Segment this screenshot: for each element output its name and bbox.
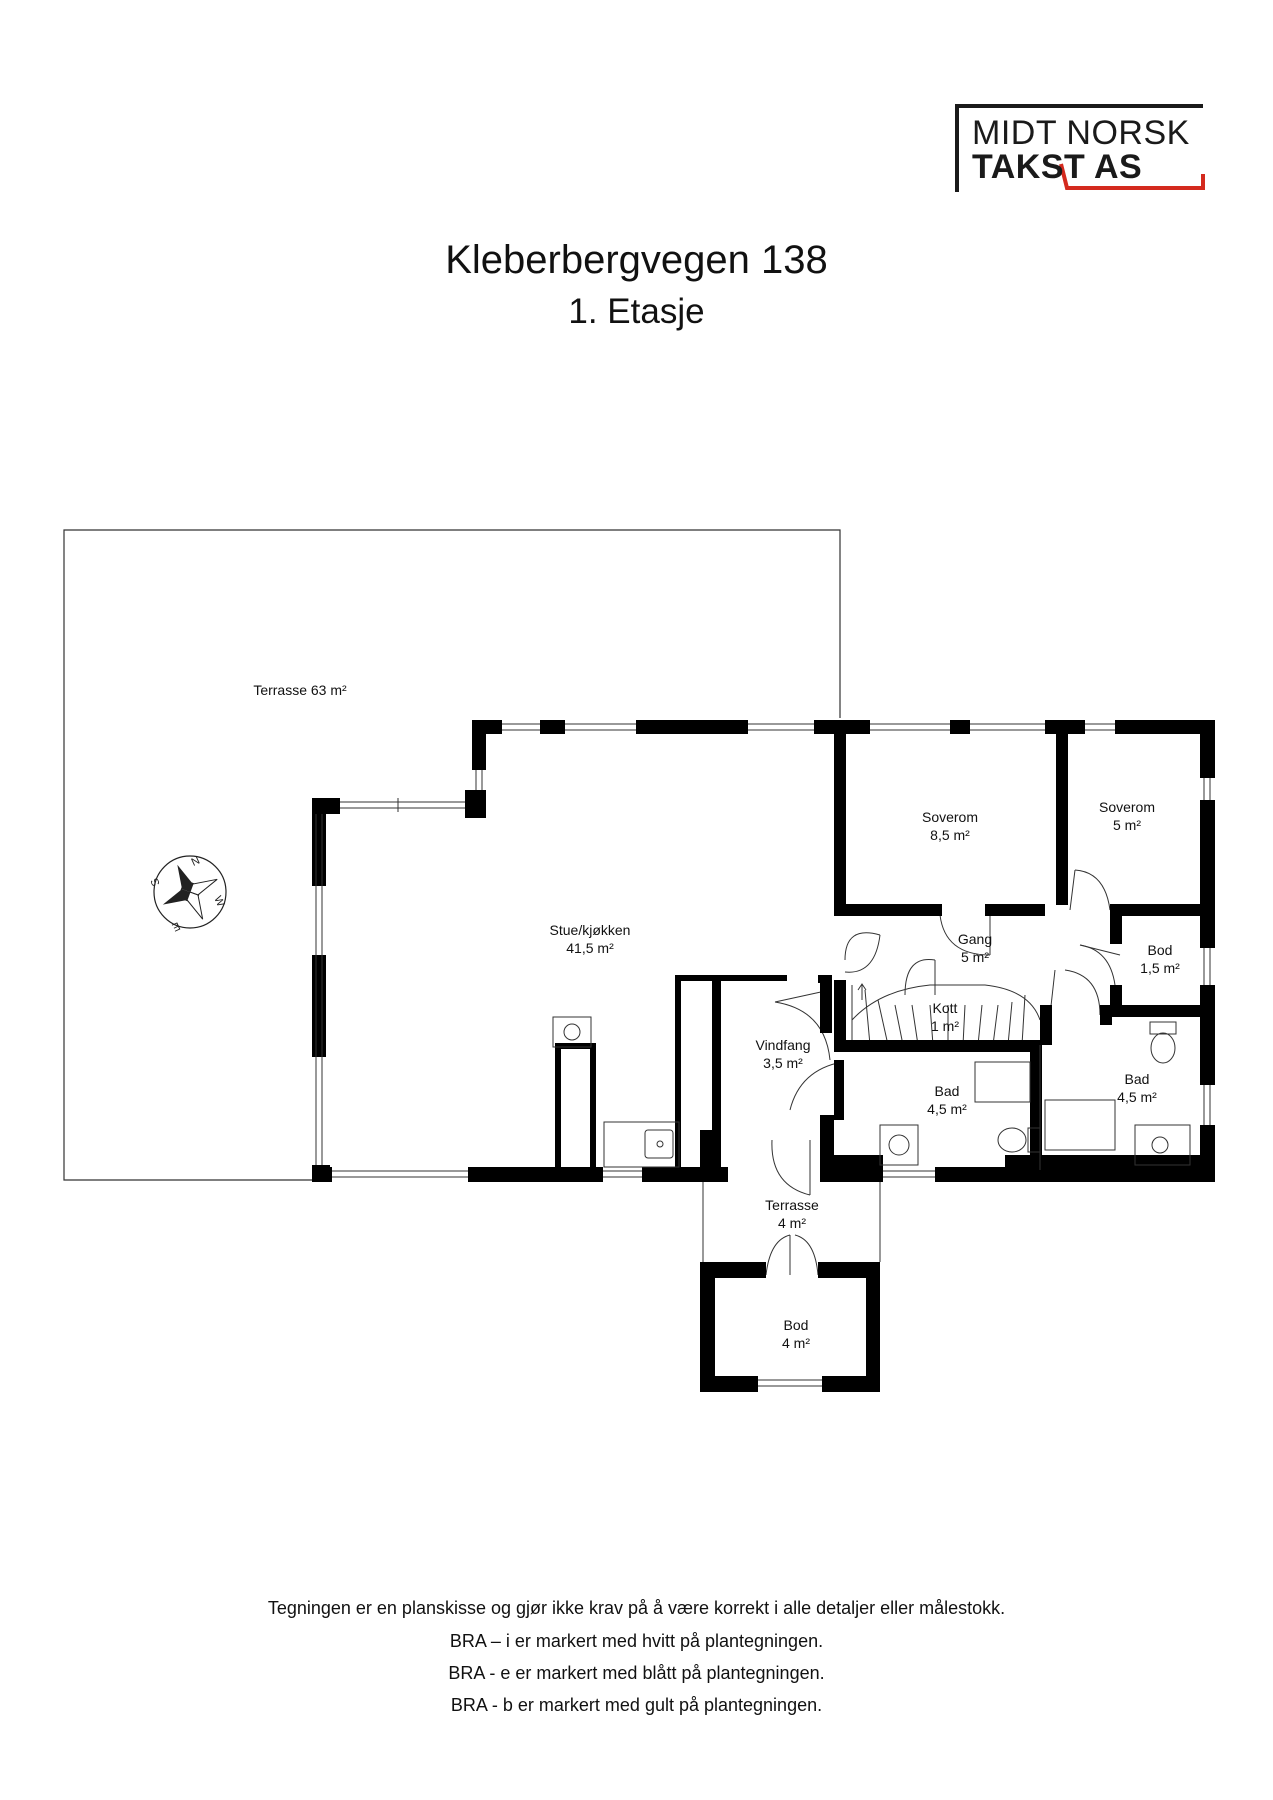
page-subtitle: 1. Etasje [568, 292, 705, 331]
room-labels: Terrasse 63 m² Stue/kjøkken 41,5 m² Sove… [253, 682, 1180, 1351]
label-bod2-name: Bod [784, 1317, 809, 1333]
door-swings [765, 869, 1121, 1276]
compass-letter-w: W [211, 894, 227, 909]
compass-letter-s: S [149, 876, 163, 888]
label-bad1-area: 4,5 m² [927, 1101, 967, 1117]
label-bod2-area: 4 m² [782, 1335, 810, 1351]
compass-rose-icon: N W S E [149, 855, 227, 934]
label-vindfang-name: Vindfang [755, 1037, 810, 1053]
label-kott-name: Kott [933, 1000, 958, 1016]
label-vindfang-area: 3,5 m² [763, 1055, 803, 1071]
page-title: Kleberbergvegen 138 [445, 238, 828, 282]
stair [851, 983, 1041, 1046]
label-terrasse-small-area: 4 m² [778, 1215, 806, 1231]
label-soverom1-name: Soverom [922, 809, 978, 825]
logo-frame [955, 104, 1205, 192]
label-soverom2-area: 5 m² [1113, 817, 1141, 833]
label-bod1-name: Bod [1148, 942, 1173, 958]
label-stue-area: 41,5 m² [566, 940, 614, 956]
logo-text-line1: MIDT NORSK [972, 114, 1190, 152]
bra-e-note: BRA - e er markert med blått på plantegn… [448, 1663, 825, 1683]
label-bad2-name: Bad [1125, 1071, 1150, 1087]
label-soverom2-name: Soverom [1099, 799, 1155, 815]
label-terrasse-small-name: Terrasse [765, 1197, 819, 1213]
label-gang-area: 5 m² [961, 949, 989, 965]
thin-lines [315, 723, 1211, 1387]
label-gang-name: Gang [958, 931, 992, 947]
disclaimer-text: Tegningen er en planskisse og gjør ikke … [267, 1598, 1006, 1618]
compass-letter-n: N [190, 855, 202, 869]
label-soverom1-area: 8,5 m² [930, 827, 970, 843]
bra-i-note: BRA – i er markert med hvitt på plantegn… [449, 1631, 824, 1651]
bra-b-note: BRA - b er markert med gult på plantegni… [450, 1695, 823, 1715]
terrace-outline [63, 529, 841, 1181]
label-kott-area: 1 m² [931, 1018, 959, 1034]
compass-letter-e: E [170, 919, 182, 933]
label-bad1-name: Bad [935, 1083, 960, 1099]
label-terrasse-big: Terrasse 63 m² [253, 682, 347, 698]
company-logo: MIDT NORSK TAKST AS [955, 104, 1205, 194]
label-bad2-area: 4,5 m² [1117, 1089, 1157, 1105]
logo-text-line2: TAKST AS [972, 148, 1143, 186]
label-stue-name: Stue/kjøkken [550, 922, 631, 938]
label-bod1-area: 1,5 m² [1140, 960, 1180, 976]
